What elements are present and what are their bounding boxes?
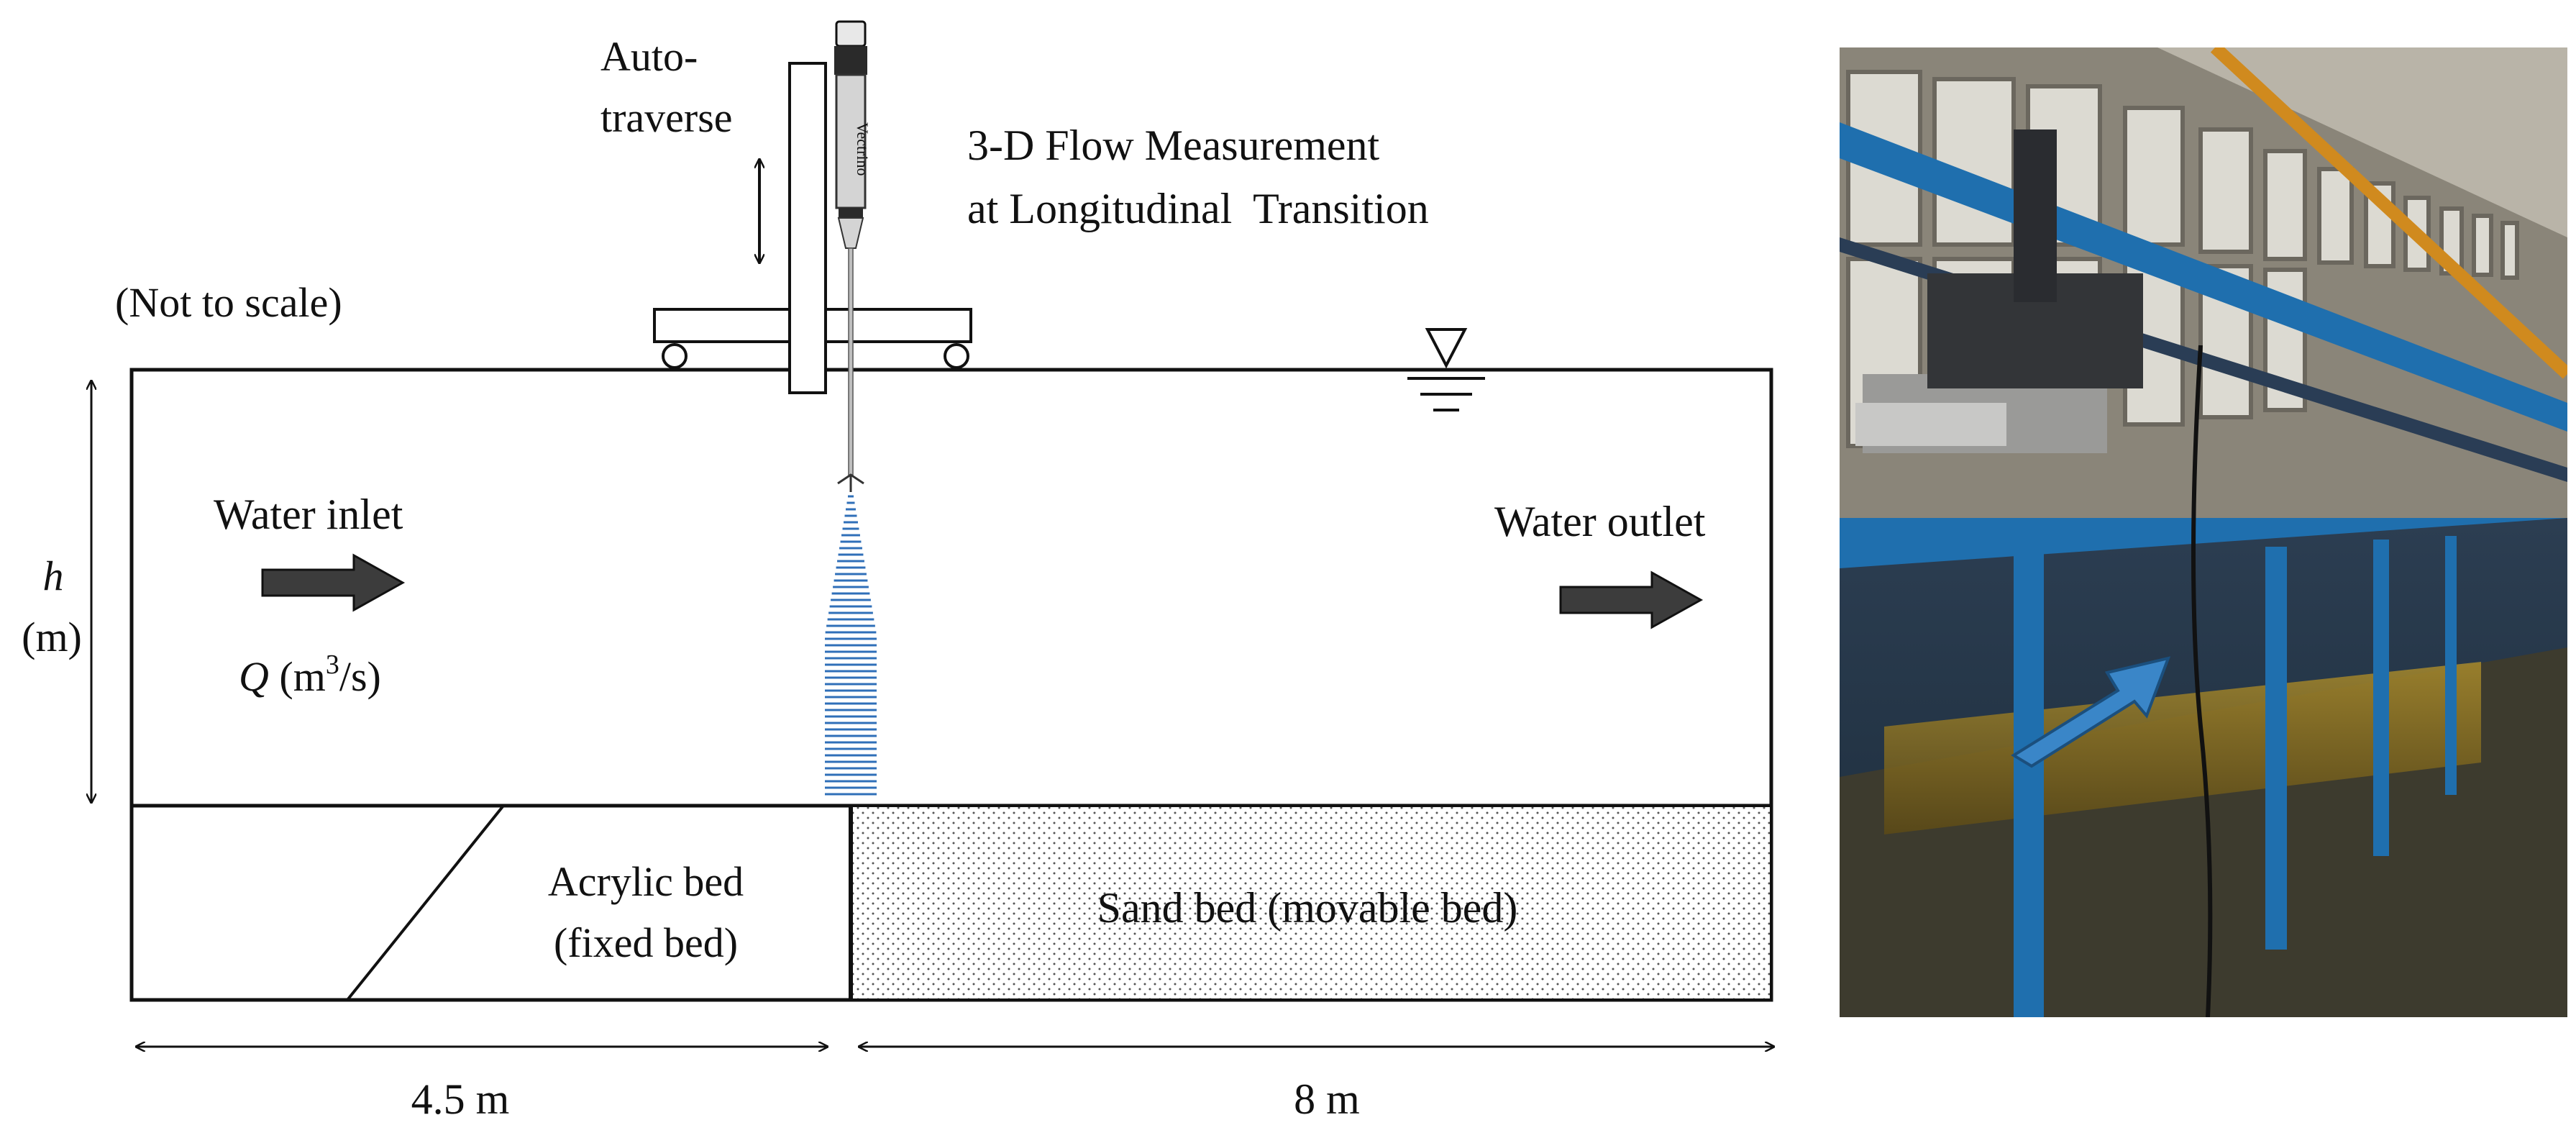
carriage-wheel-left	[662, 343, 688, 369]
traverse-carriage	[653, 62, 972, 394]
auto-traverse-label-2: traverse	[600, 94, 733, 141]
flume-outline	[129, 368, 1773, 1002]
outlet-arrow-icon	[1559, 570, 1704, 629]
photo-flow-arrow-icon	[2011, 656, 2171, 768]
water-surface-symbol	[1407, 328, 1485, 411]
vectrino-probe: Vectrino	[834, 20, 872, 492]
sand-bed-region	[851, 807, 1770, 998]
carriage-wheel-right	[944, 343, 969, 369]
length-right-label: 8 m	[1294, 1075, 1360, 1123]
fixed-bed-label: (fixed bed)	[554, 919, 738, 966]
sand-bed-label: Sand bed (movable bed)	[1097, 884, 1518, 932]
discharge-symbol: Q	[239, 653, 269, 700]
acrylic-slope-line	[346, 804, 505, 1001]
depth-unit: (m)	[22, 614, 82, 660]
discharge-unit-close: /s)	[339, 653, 381, 700]
discharge-unit-exp: 3	[326, 650, 339, 680]
flume-photo	[1840, 47, 2567, 1017]
length-left-label: 4.5 m	[411, 1075, 510, 1123]
schematic: Acrylic bed (fixed bed) Sand bed (movabl…	[22, 20, 1773, 1123]
discharge-unit-open: (m	[269, 653, 326, 700]
title-line-1: 3-D Flow Measurement	[967, 122, 1380, 169]
sampling-beam	[825, 495, 877, 796]
title-line-2: at Longitudinal Transition	[967, 185, 1429, 232]
acrylic-bed-label: Acrylic bed	[548, 858, 744, 905]
water-outlet-label: Water outlet	[1494, 498, 1706, 545]
traverse-post	[788, 62, 827, 394]
water-inlet-label: Water inlet	[214, 491, 403, 538]
auto-traverse-label-1: Auto-	[600, 33, 698, 80]
inlet-arrow-icon	[261, 553, 406, 612]
depth-symbol: h	[43, 552, 64, 599]
discharge-label: Q (m3/s)	[239, 650, 381, 700]
not-to-scale-label: (Not to scale)	[115, 279, 342, 326]
probe-brand-label: Vectrino	[854, 122, 872, 176]
